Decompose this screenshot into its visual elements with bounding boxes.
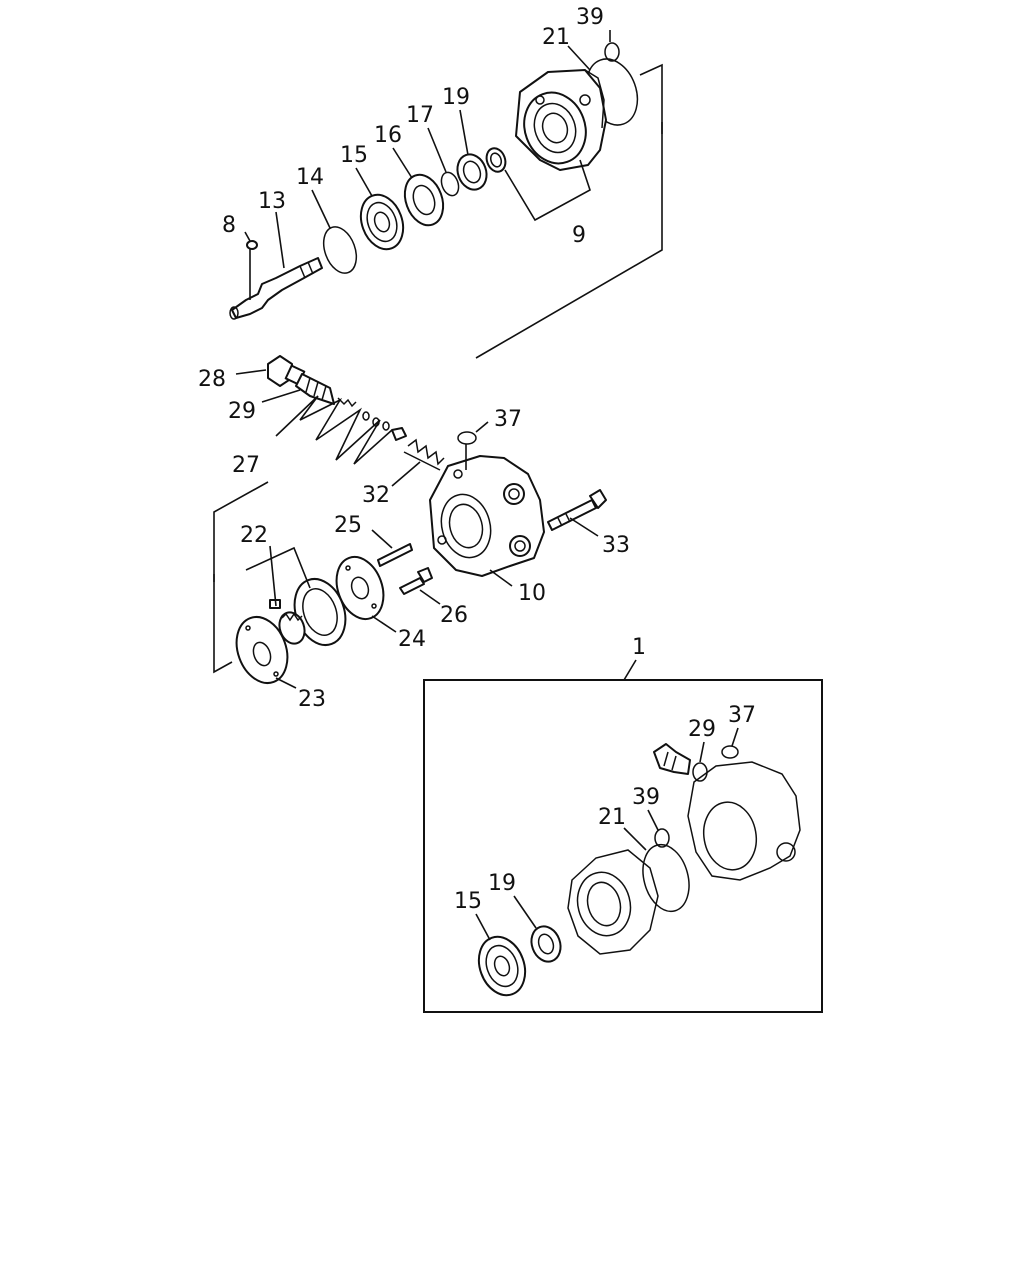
- kit-oring-21: [642, 843, 690, 913]
- label-29-kit: 29: [688, 717, 716, 742]
- label-16: 16: [374, 123, 402, 148]
- label-24: 24: [398, 627, 426, 652]
- label-39-top: 39: [576, 5, 604, 30]
- part-needle-bearing: [485, 147, 507, 173]
- label-15-kit: 15: [454, 889, 482, 914]
- part-8-key: [246, 240, 258, 250]
- part-26-bolt: [399, 567, 433, 595]
- kit-bearing-19: [530, 925, 562, 963]
- label-9: 9: [572, 223, 586, 248]
- leaders-middle: [235, 369, 599, 689]
- label-19-kit: 19: [488, 871, 516, 896]
- part-9-bracket: [504, 159, 591, 222]
- part-22-rotor-set: [245, 545, 347, 646]
- label-22: 22: [240, 523, 268, 548]
- part-27-spring-set: [275, 395, 407, 465]
- kit-box-frame: [423, 659, 823, 1013]
- leaders-kit: [475, 727, 739, 941]
- label-27: 27: [232, 453, 260, 478]
- label-13: 13: [258, 189, 286, 214]
- kit-oring-37: [721, 745, 739, 759]
- label-32: 32: [362, 483, 390, 508]
- part-39-oring: [604, 42, 620, 62]
- kit-ghost-body: [687, 761, 801, 881]
- part-19-bearing: [456, 153, 488, 191]
- label-37-kit: 37: [728, 703, 756, 728]
- label-25: 25: [334, 513, 362, 538]
- kit-ball-bearing-15: [477, 935, 527, 997]
- label-21-top: 21: [542, 25, 570, 50]
- part-29-valve: [295, 373, 335, 405]
- kit-part-29-valve: [653, 743, 691, 775]
- label-23: 23: [298, 687, 326, 712]
- part-16-spacer: [403, 173, 445, 227]
- label-28: 28: [198, 367, 226, 392]
- part-15-ball-bearing: [359, 193, 405, 251]
- label-33: 33: [602, 533, 630, 558]
- part-17-snap-ring: [440, 171, 460, 197]
- group-bracket-top: [475, 63, 663, 359]
- label-29-top: 29: [228, 399, 256, 424]
- kit-rear-housing: [567, 849, 659, 955]
- leaders-top: [244, 30, 611, 300]
- part-rear-housing: [515, 69, 607, 171]
- part-25-pin: [377, 543, 413, 567]
- label-10: 10: [518, 581, 546, 606]
- kit-oring-39: [654, 828, 670, 848]
- label-39-kit: 39: [632, 785, 660, 810]
- label-37-top: 37: [494, 407, 522, 432]
- label-19-top: 19: [442, 85, 470, 110]
- label-1-kit: 1: [632, 635, 646, 660]
- part-32-spring: [403, 438, 445, 471]
- part-37-oring: [457, 431, 477, 445]
- group-bracket-middle: [213, 481, 269, 674]
- label-17: 17: [406, 103, 434, 128]
- kit-oring-29: [692, 762, 708, 782]
- label-14: 14: [296, 165, 324, 190]
- label-8: 8: [222, 213, 236, 238]
- part-14-snap-ring: [322, 226, 358, 274]
- label-21-kit: 21: [598, 805, 626, 830]
- part-33-bolt: [547, 489, 607, 531]
- part-10-front-body: [429, 444, 545, 577]
- part-labels: 39 21 19 17 16 15 14 13 8 9 28 29 27 37 …: [198, 5, 756, 914]
- label-26: 26: [440, 603, 468, 628]
- part-23-front-plate: [235, 616, 289, 684]
- part-13-shaft: [229, 257, 323, 320]
- label-15-top: 15: [340, 143, 368, 168]
